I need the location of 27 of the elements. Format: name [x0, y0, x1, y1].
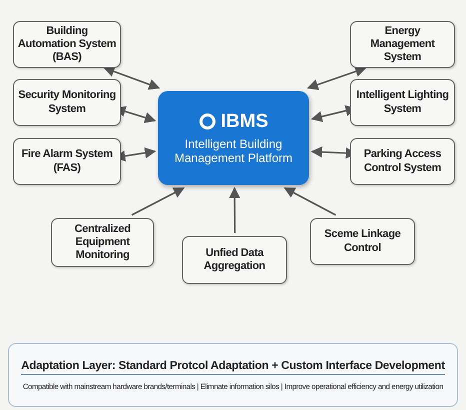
system-box [182, 236, 287, 284]
system-box [13, 79, 121, 126]
system-box [51, 218, 154, 267]
system-box [350, 79, 455, 126]
arrow [103, 66, 160, 90]
system-box [350, 21, 455, 68]
system-label: Building Automation System (BAS) [16, 24, 118, 64]
arrow [229, 186, 240, 233]
system-label: Centralized Equipment Monitoring [74, 222, 132, 262]
layer-panel [8, 343, 458, 407]
system-label: Intelligent Lighting System [355, 89, 450, 116]
system-label: Energy Management System [369, 24, 436, 64]
system-label: Parking Access Control System [362, 148, 442, 175]
system-box [350, 138, 455, 185]
platform-title: IBMS [220, 110, 268, 133]
layer-heading: Adaptation Layer: Standard Protcol Adaptation + Custom Interface Development [21, 360, 445, 374]
system-box [310, 218, 415, 265]
arrow [284, 187, 336, 216]
platform-box [158, 91, 309, 185]
platform-subtitle: Intelligent Building Management Platform [173, 136, 294, 166]
system-label: Sceme Linkage Control [323, 228, 402, 255]
system-label: Unfied Data Aggregation [202, 246, 266, 274]
system-box [13, 138, 121, 185]
arrow [131, 187, 185, 216]
system-label: Security Monitoring System [17, 89, 117, 116]
arrow [306, 66, 366, 90]
system-label: Fire Alarm System (FAS) [20, 148, 114, 175]
